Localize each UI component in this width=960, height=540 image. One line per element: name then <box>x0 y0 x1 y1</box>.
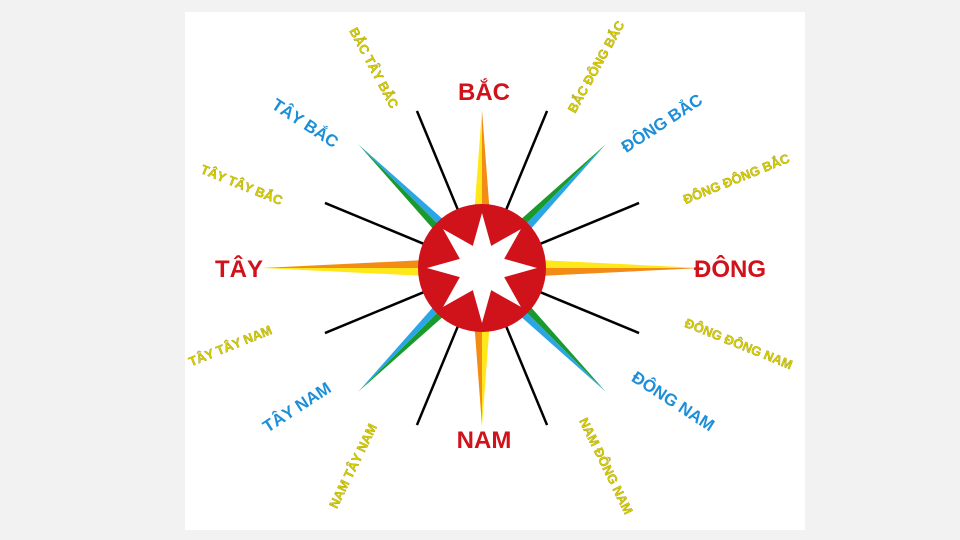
label-northeast: ĐÔNG BẮC <box>618 90 706 156</box>
label-sse: NAM ĐÔNG NAM <box>576 415 636 516</box>
spoke-nnw <box>415 110 463 218</box>
label-wsw: TÂY TÂY NAM <box>187 322 275 369</box>
spoke-wsw <box>324 287 432 335</box>
spoke-ene <box>532 201 640 249</box>
minor-direction-spokes <box>324 110 640 426</box>
label-wnw: TÂY TÂY BẮC <box>199 162 286 209</box>
label-east: ĐÔNG <box>694 255 766 283</box>
center-eight-point-star <box>427 213 537 323</box>
label-south: NAM <box>457 427 512 454</box>
label-nne: BẮC ĐÔNG BẮC <box>565 18 628 116</box>
point-northeast-right <box>482 144 606 268</box>
spoke-sse <box>501 318 549 426</box>
label-north: BẮC <box>458 78 510 106</box>
point-southeast-left <box>482 268 606 392</box>
label-northwest: TÂY BẮC <box>268 95 341 152</box>
label-ssw: NAM TÂY NAM <box>326 421 380 510</box>
spoke-ssw <box>415 318 463 426</box>
spoke-nne <box>501 110 549 218</box>
label-ene: ĐÔNG ĐÔNG BẮC <box>681 150 792 207</box>
label-nnw: BẮC TÂY BẮC <box>346 25 401 111</box>
label-southeast: ĐÔNG NAM <box>628 368 718 435</box>
label-southwest: TÂY NAM <box>259 378 334 436</box>
spoke-wnw <box>324 201 432 249</box>
spoke-ese <box>532 287 640 335</box>
label-ese: ĐÔNG ĐÔNG NAM <box>683 315 795 372</box>
label-west: TÂY <box>215 255 263 283</box>
